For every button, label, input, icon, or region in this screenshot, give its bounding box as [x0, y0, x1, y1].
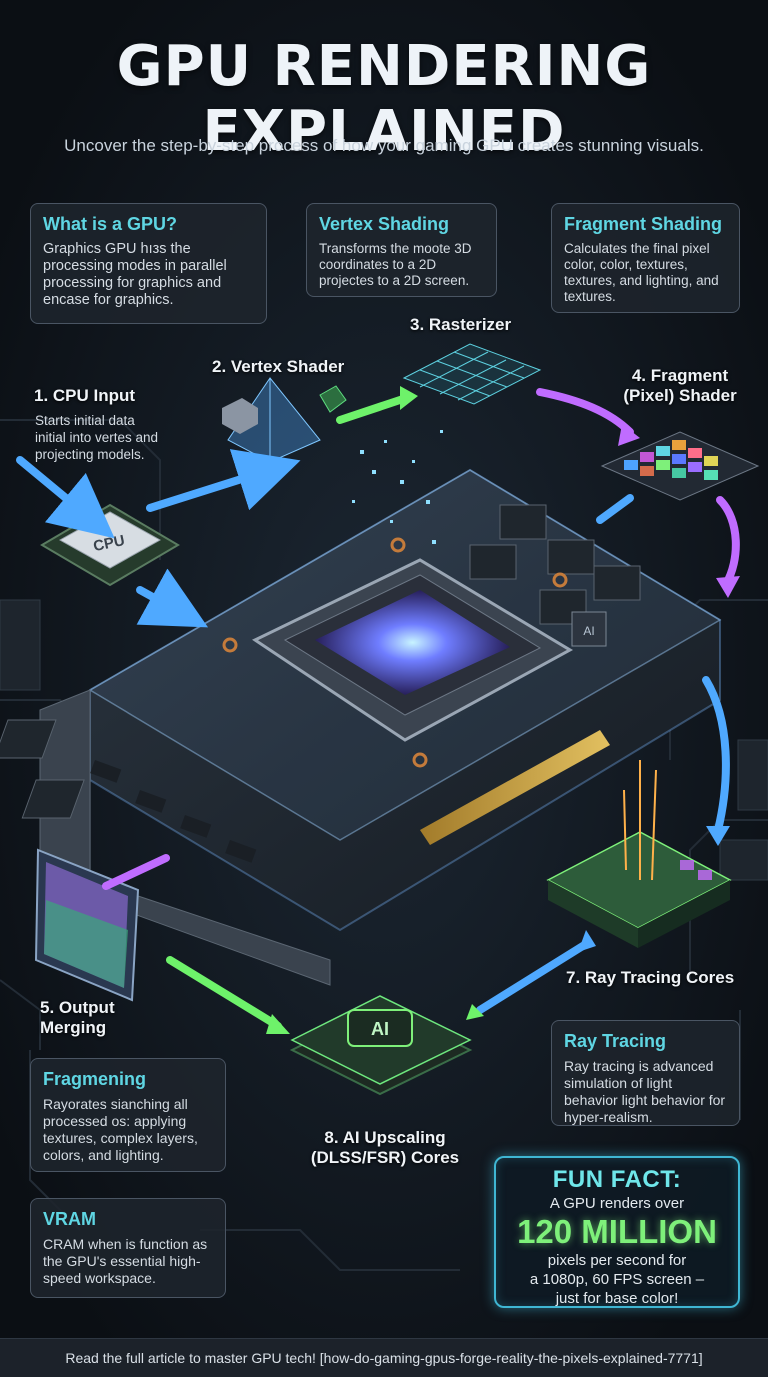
card-ray-tracing: Ray Tracing Ray tracing is advanced simu… [551, 1020, 740, 1126]
card-title: What is a GPU? [43, 214, 178, 234]
card-vertex-shading: Vertex Shading Transforms the moote 3D c… [306, 203, 497, 297]
card-title: Vertex Shading [319, 214, 450, 234]
arrow-to-vertex [146, 449, 301, 512]
card-text: Graphics GPU hıзs the processing modes i… [43, 241, 227, 308]
card-title: Fragmening [43, 1069, 147, 1089]
card-text: Transforms the moote 3D coordinates to a… [319, 241, 472, 288]
step-ai-upscaling: 8. AI Upscaling (DLSS/FSR) Cores [310, 1128, 460, 1167]
step-fragment-shader: 4. Fragment (Pixel) Shader [623, 366, 737, 405]
fun-fact-box: FUN FACT: A GPU renders over 120 MILLION… [494, 1156, 740, 1308]
step-cpu-input: 1. CPU Input [34, 386, 136, 405]
arrow-to-rasterizer [336, 394, 410, 424]
card-text: Ray tracing is advanced simulation of li… [564, 1058, 726, 1125]
card-title: Ray Tracing [564, 1031, 667, 1051]
card-text: Rayorates sianching all processed os: ap… [43, 1096, 198, 1163]
fun-fact-line4: just for base color! [555, 1290, 679, 1307]
card-text: CRAM when is function as the GPU's essen… [43, 1236, 208, 1286]
gpu-board: AI [0, 430, 722, 986]
card-title: Fragment Shading [564, 214, 723, 234]
fun-fact-line1: A GPU renders over [549, 1195, 685, 1212]
rasterizer-grid [402, 343, 542, 405]
board-ai-chip-label: AI [583, 624, 594, 638]
page-title: GPU RENDERING EXPLAINED [116, 34, 652, 164]
card-fragmening: Fragmening Rayorates sianching all proce… [30, 1058, 226, 1172]
card-title: VRAM [43, 1209, 96, 1229]
output-monitor [34, 848, 140, 1002]
page-subtitle: Uncover the step-by-step process of how … [64, 136, 704, 155]
card-vram: VRAM CRAM when is function as the GPU's … [30, 1198, 226, 1298]
step-rasterizer: 3. Rasterizer [410, 315, 512, 334]
ray-tracing-cube [546, 760, 732, 948]
card-text: Calculates the final pixel color, color,… [564, 241, 719, 304]
step-ray-tracing-cores: 7. Ray Tracing Cores [566, 968, 735, 987]
arrow-cpu-out [136, 568, 209, 628]
fun-fact-line2: pixels per second for [547, 1252, 687, 1269]
fun-fact-number: 120 MILLION [517, 1213, 717, 1250]
footer-article-link[interactable]: Read the full article to master GPU tech… [0, 1338, 768, 1377]
step-vertex-shader: 2. Vertex Shader [212, 357, 345, 376]
ai-chip: AI [289, 995, 473, 1096]
card-what-is-gpu: What is a GPU? Graphics GPU hıзs the pro… [30, 203, 267, 324]
fun-fact-line3: a 1080p, 60 FPS screen – [529, 1271, 705, 1288]
arrow-to-raytracing [702, 676, 730, 834]
arrow-fragment-down [716, 496, 740, 588]
fragment-palette [600, 431, 760, 501]
ai-chip-label: AI [371, 1019, 389, 1039]
step-cpu-input-desc: Starts initial data initial into vertes … [35, 413, 159, 462]
card-fragment-shading: Fragment Shading Calculates the final pi… [551, 203, 740, 313]
step-output-merging: 5. Output Merging [40, 998, 115, 1037]
arrow-raytracing-ai [476, 940, 590, 1014]
arrow-to-ai [166, 956, 282, 1030]
arrow-to-output [102, 854, 170, 890]
fun-fact-heading: FUN FACT: [552, 1166, 682, 1193]
arrow-cpu-in [16, 456, 115, 539]
